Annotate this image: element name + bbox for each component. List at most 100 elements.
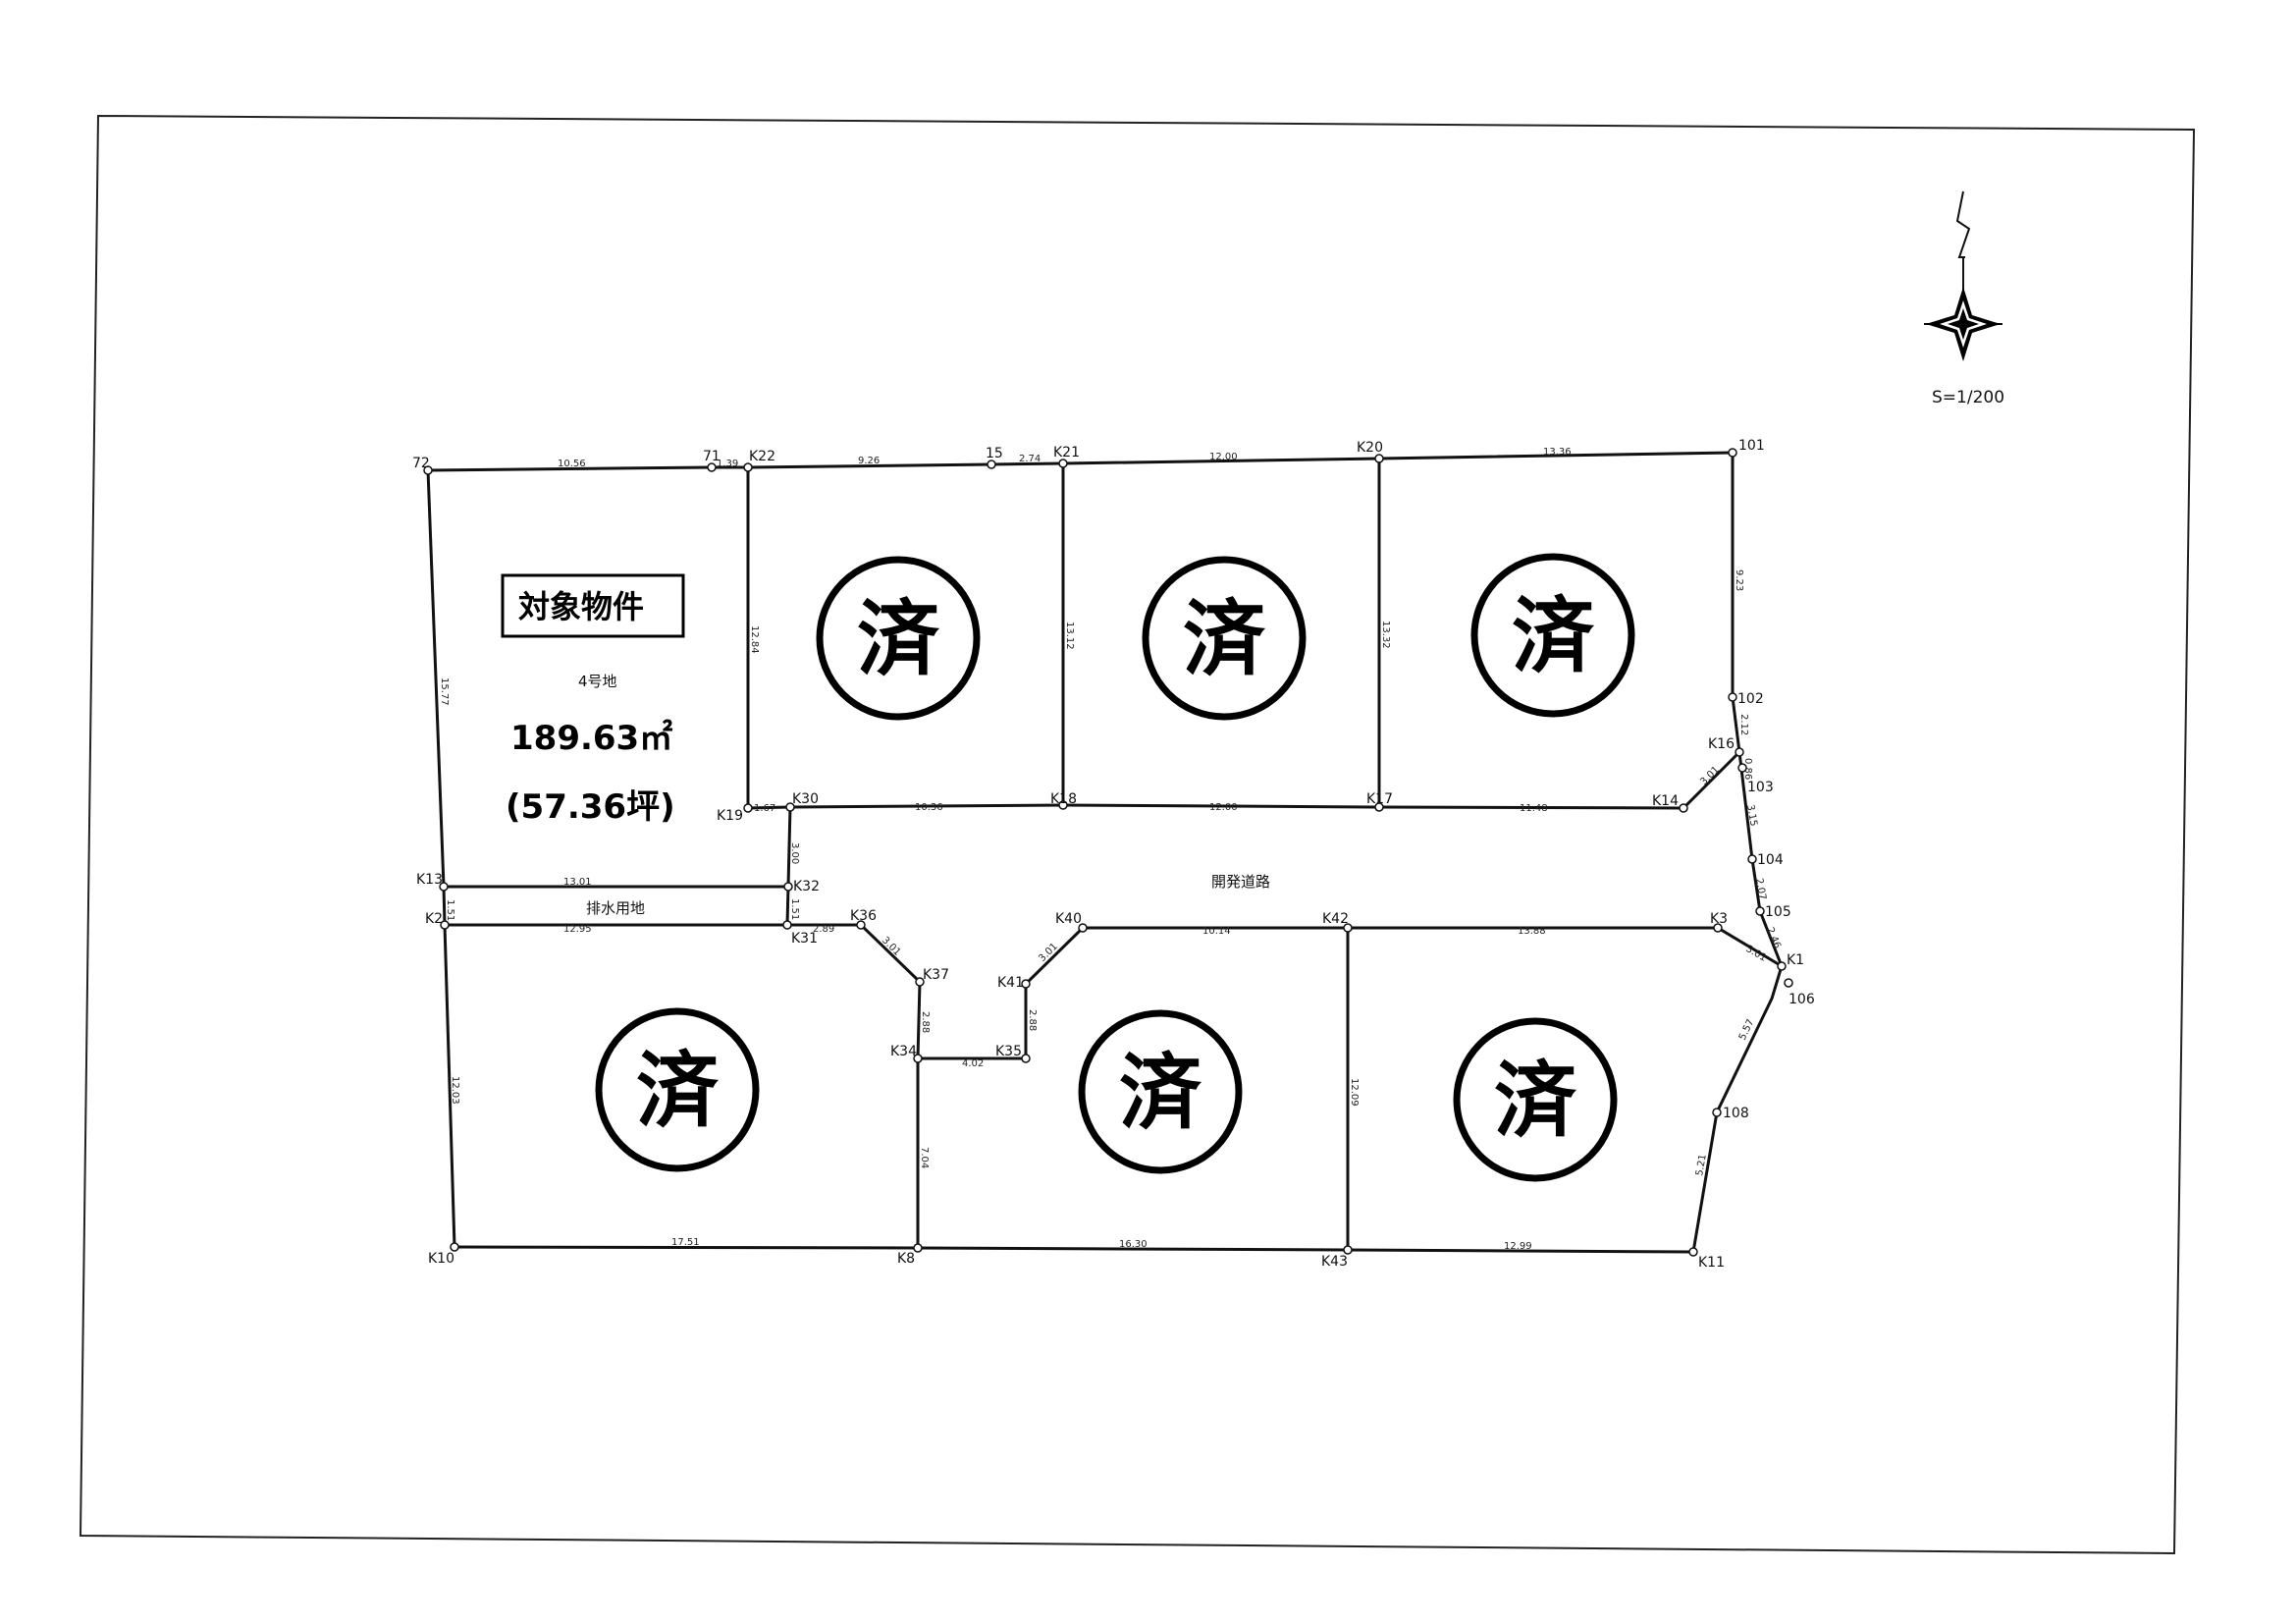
dimension-label: 15.77 (439, 677, 450, 706)
point-label: K2 (425, 911, 443, 927)
dimension-label: 4.02 (962, 1058, 984, 1069)
point-label: K10 (428, 1251, 454, 1267)
target-label-box (501, 573, 685, 638)
point-label: K42 (1322, 911, 1349, 927)
lot-area-tsubo: (57.36坪) (506, 787, 675, 827)
dimension-label: 1.67 (754, 803, 775, 814)
sold-mark-lot-6: 済 (1078, 1009, 1243, 1174)
sold-mark-lot-2: 済 (1142, 556, 1307, 721)
point-label: 71 (703, 449, 721, 464)
dimension-label: 0.86 (1742, 758, 1753, 780)
dimension-label: 3.00 (789, 842, 800, 864)
point-label: 72 (412, 456, 430, 471)
lot-boundaries (426, 451, 1784, 1254)
point-label: 106 (1789, 992, 1815, 1007)
point-label: K1 (1787, 952, 1804, 968)
dimension-label: 3.01 (1744, 944, 1769, 964)
dimension-label: 2.74 (1019, 454, 1041, 464)
point-label: K43 (1321, 1254, 1348, 1270)
dimension-label: 16.30 (1119, 1239, 1148, 1250)
dimension-label: 13.12 (1064, 622, 1075, 650)
point-label: K37 (923, 967, 949, 983)
sold-mark-lot-7: 済 (1453, 1017, 1618, 1182)
dimension-label: 17.51 (671, 1237, 700, 1248)
point-label: 102 (1737, 691, 1764, 707)
point-label: K16 (1708, 736, 1735, 752)
drawing-frame (79, 114, 2196, 1555)
point-label: 103 (1747, 780, 1774, 795)
dimension-label: 3.01 (1698, 765, 1722, 788)
point-label: K40 (1055, 911, 1082, 927)
dimension-label: 12.09 (1349, 1078, 1360, 1107)
dimension-label: 2.07 (1753, 878, 1768, 901)
point-label: K13 (416, 872, 443, 888)
dimension-label: 2.12 (1738, 714, 1749, 735)
point-label: 101 (1738, 438, 1765, 454)
dimension-label: 10.56 (558, 459, 586, 469)
dimension-label: 13.32 (1380, 621, 1391, 649)
scale-label: S=1/200 (1932, 388, 2004, 407)
dimension-label: 2.46 (1764, 926, 1783, 950)
survey-points (423, 448, 1793, 1257)
dimension-label: 12.00 (1209, 452, 1238, 462)
sold-mark-text: 済 (857, 591, 940, 687)
dimension-label: 1.39 (717, 459, 738, 469)
dimension-label: 12.03 (450, 1076, 460, 1105)
dimension-label: 7.04 (919, 1147, 930, 1168)
point-label: K19 (717, 808, 743, 824)
point-label: K21 (1053, 445, 1080, 460)
sold-mark-lot-3: 済 (1470, 553, 1635, 718)
point-label: K34 (890, 1044, 917, 1059)
dimension-label: 2.88 (920, 1011, 931, 1033)
dimension-label: 9.26 (858, 456, 880, 466)
point-label: K3 (1710, 911, 1728, 927)
point-label: K41 (997, 975, 1024, 991)
dimension-label: 10.36 (915, 802, 943, 813)
lot-number: 4号地 (578, 673, 617, 690)
sold-marks: 済 済 済 済 済 済 (595, 553, 1635, 1182)
dimension-label: 9.23 (1734, 569, 1744, 591)
point-label: K14 (1652, 793, 1679, 809)
sold-mark-text: 済 (1494, 1053, 1577, 1149)
dimension-label: 12.84 (749, 625, 760, 654)
dimension-label: 13.01 (563, 877, 592, 888)
point-label: 15 (986, 446, 1003, 461)
dimension-label: 3.15 (1744, 804, 1759, 828)
point-label: K8 (897, 1251, 915, 1267)
sold-mark-text: 済 (1119, 1045, 1202, 1141)
dimension-labels: 10.56 1.39 9.26 2.74 12.00 13.36 15.77 1… (439, 447, 1783, 1252)
point-label: K17 (1366, 791, 1393, 807)
sold-mark-lot-5: 済 (595, 1007, 760, 1172)
point-label: 108 (1723, 1106, 1749, 1121)
target-property: 対象物件 4号地 189.63㎡ (57.36坪) (501, 573, 685, 827)
sold-mark-lot-1: 済 (816, 556, 981, 721)
dimension-label: 2.88 (1027, 1009, 1038, 1031)
dimension-label: 13.36 (1543, 447, 1572, 458)
point-label: K30 (792, 791, 819, 807)
point-label: K35 (995, 1044, 1022, 1059)
point-label: K11 (1698, 1255, 1725, 1271)
drain-label: 排水用地 (586, 899, 645, 917)
dimension-label: 1.51 (789, 898, 800, 920)
dimension-label: 2.89 (813, 924, 834, 935)
dimension-label: 12.99 (1504, 1241, 1532, 1252)
sold-mark-text: 済 (1183, 591, 1266, 687)
point-label: 104 (1757, 852, 1784, 868)
sold-mark-text: 済 (636, 1043, 720, 1139)
point-label: 105 (1765, 904, 1791, 920)
dimension-label: 13.88 (1518, 926, 1546, 937)
dimension-label: 12.95 (563, 924, 592, 935)
point-label: K36 (850, 908, 877, 924)
dimension-label: 1.51 (445, 899, 455, 921)
point-label: K32 (793, 879, 820, 894)
sold-mark-text: 済 (1512, 588, 1595, 684)
point-label: K18 (1050, 791, 1077, 807)
dimension-label: 11.48 (1520, 803, 1548, 814)
north-arrow-icon (1924, 190, 2002, 361)
dimension-label: 10.14 (1202, 926, 1231, 937)
point-label: K22 (749, 449, 775, 464)
lot-area: 189.63㎡ (510, 719, 672, 758)
point-labels: 72 71 K22 15 K21 K20 101 102 K16 103 K14… (412, 438, 1815, 1271)
point-label: K31 (791, 931, 818, 947)
